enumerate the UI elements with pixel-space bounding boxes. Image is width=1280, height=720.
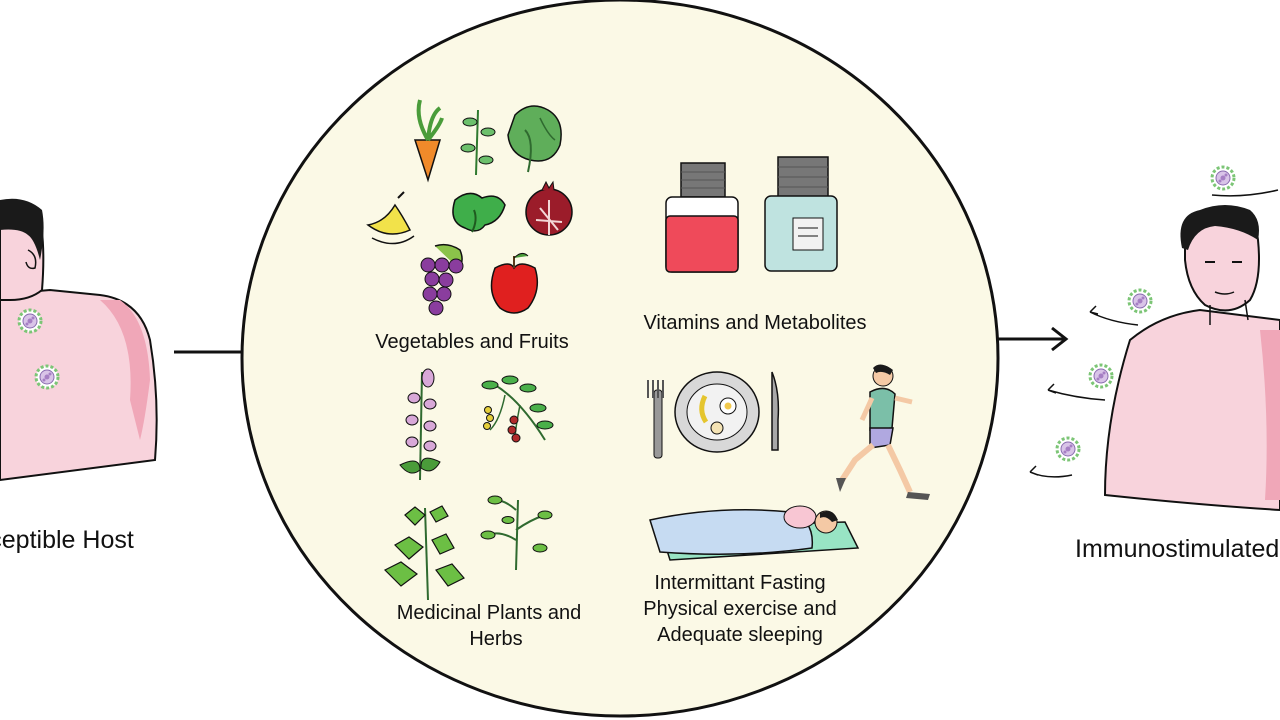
carrot-icon: [413, 99, 444, 183]
right-arrow-icon: [998, 326, 1069, 352]
plate-icon: [674, 371, 760, 453]
immunostimulated-host-label: Immunostimulated Host: [1075, 535, 1280, 563]
serrated-leaf-plant-icon: [383, 505, 465, 601]
lifestyle-label-line3: Adequate sleeping: [657, 624, 823, 646]
fork-icon: [647, 380, 664, 459]
flowering-herb-icon: [399, 368, 441, 481]
runner-icon: [836, 364, 930, 500]
virus-icon: [1210, 165, 1236, 191]
virus-icon: [34, 364, 60, 390]
branching-plant-icon: [480, 495, 553, 571]
banana-icon: [366, 191, 415, 245]
virus-icon: [1127, 288, 1153, 314]
knife-icon: [771, 371, 780, 451]
lifestyle-label-line1: Intermittant Fasting: [654, 572, 825, 594]
red-bottle-icon: [665, 162, 739, 273]
broccoli-icon: [452, 192, 506, 233]
central-circle: [240, 0, 1000, 718]
medicinal-plants-label-line2: Herbs: [469, 628, 522, 650]
blue-bottle-icon: [764, 156, 838, 272]
medicinal-plants-label-line1: Medicinal Plants and: [397, 602, 582, 624]
herb-sprig-icon: [460, 109, 496, 176]
pomegranate-icon: [525, 180, 573, 236]
apple-icon: [490, 252, 539, 314]
grapes-icon: [420, 243, 464, 316]
virus-icon: [1088, 363, 1114, 389]
immunostimulated-host-figure: [1103, 205, 1280, 512]
virus-icon: [17, 308, 43, 334]
sleeping-person-icon: [649, 505, 860, 561]
vitamins-metabolites-label: Vitamins and Metabolites: [643, 312, 866, 334]
susceptible-host-figure: [0, 198, 158, 482]
repelled-virus-trails: [1029, 189, 1279, 478]
virus-icon: [1055, 436, 1081, 462]
susceptible-host-label: Susceptible Host: [0, 526, 134, 554]
berry-plant-icon: [481, 375, 554, 443]
leafy-greens-icon: [507, 105, 562, 173]
lifestyle-label-line2: Physical exercise and: [643, 598, 836, 620]
vegetables-fruits-label: Vegetables and Fruits: [375, 331, 568, 353]
